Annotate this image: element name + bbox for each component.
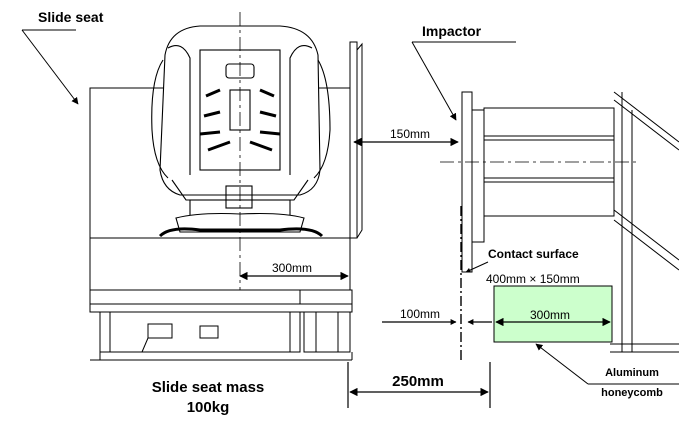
child-seat	[151, 25, 331, 238]
impactor-leader	[411, 41, 457, 121]
honeycomb-label-line1: Aluminum	[605, 367, 659, 379]
hc-100-label: 100mm	[400, 307, 440, 321]
seat-300-label: 300mm	[272, 261, 312, 275]
aluminum-honeycomb-block	[493, 285, 613, 343]
travel-250-label: 250mm	[392, 373, 444, 390]
hc-300-label: 300mm	[530, 308, 570, 322]
honeycomb-label-line2: honeycomb	[601, 387, 663, 399]
impactor-label: Impactor	[422, 23, 482, 39]
seat-bracket	[349, 41, 363, 239]
impactor	[461, 91, 679, 353]
mass-label-line1: Slide seat mass	[152, 379, 265, 396]
contact-surface-leader	[465, 261, 489, 273]
dimension-lines	[239, 137, 611, 408]
contact-surface-label: Contact surface	[488, 247, 579, 261]
leader-lines	[21, 29, 679, 385]
mass-label-line2: 100kg	[187, 399, 230, 416]
honeycomb-leader	[535, 343, 589, 385]
slide-seat-frame	[89, 87, 353, 361]
slide-seat-leader	[21, 29, 79, 105]
gap-150-label: 150mm	[390, 127, 430, 141]
slide-seat-label: Slide seat	[38, 9, 104, 25]
contact-dims-label: 400mm × 150mm	[486, 272, 580, 286]
